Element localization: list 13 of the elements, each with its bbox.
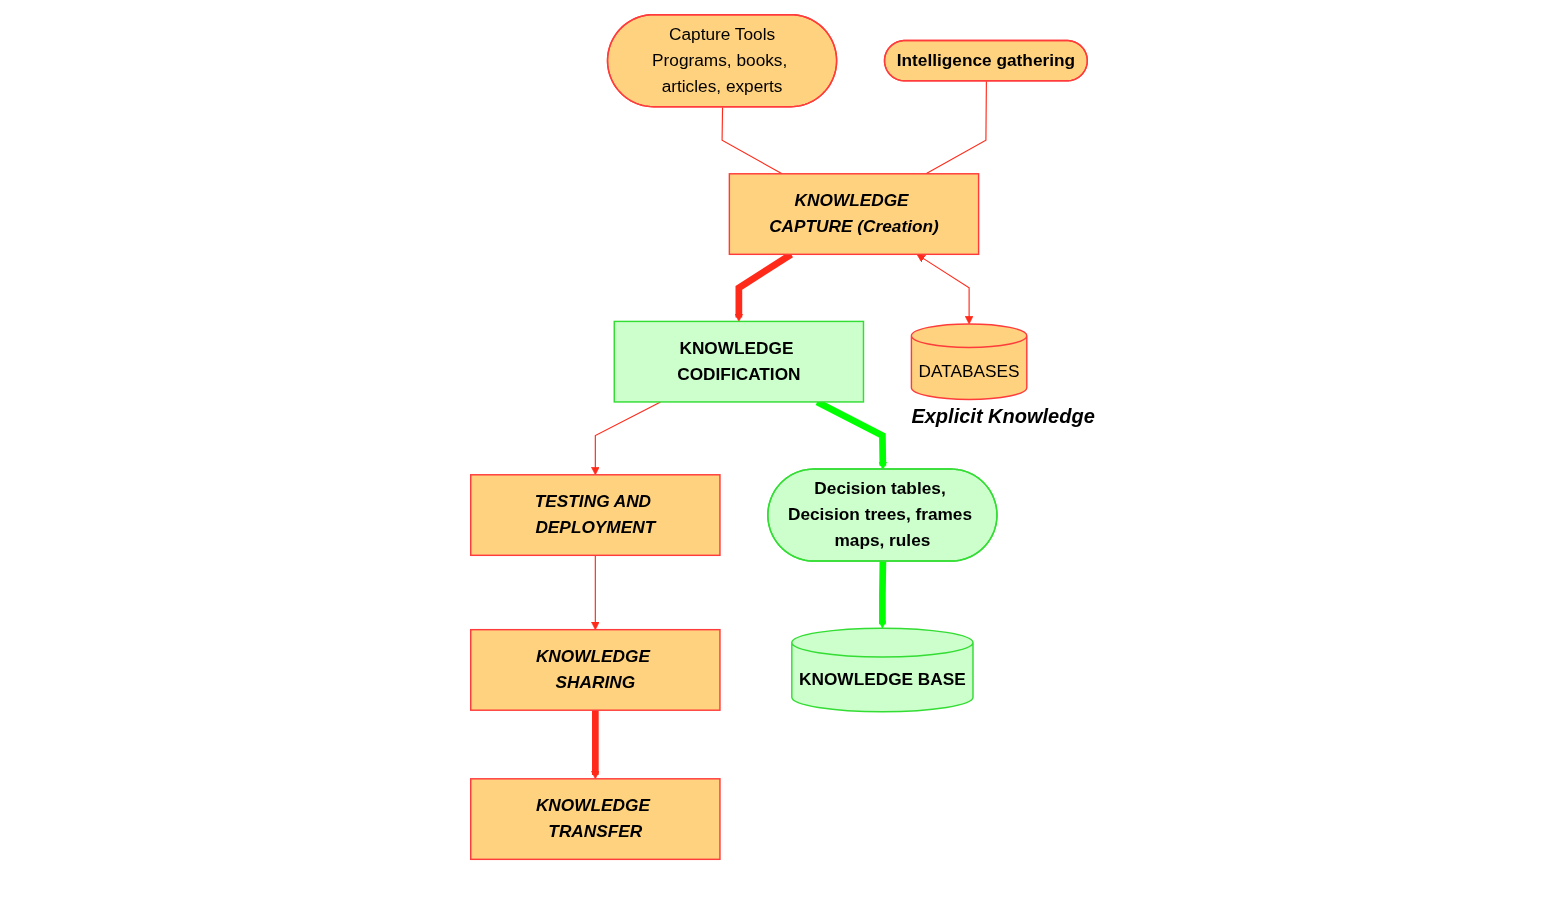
arrow	[591, 709, 600, 779]
connector	[925, 80, 987, 174]
connector	[721, 106, 783, 174]
node-box: KNOWLEDGE SHARING	[470, 628, 721, 711]
node-box: KNOWLEDGE CODIFICATION	[613, 320, 865, 403]
arrow	[916, 253, 974, 324]
node-box: KNOWLEDGE CAPTURE (Creation)	[728, 172, 980, 255]
node-box: KNOWLEDGE TRANSFER	[470, 777, 721, 860]
arrow	[591, 554, 600, 630]
arrow	[591, 400, 662, 475]
node-box: TESTING AND DEPLOYMENT	[470, 473, 721, 556]
arrow	[878, 561, 887, 629]
node-caption: Explicit Knowledge	[911, 404, 1095, 428]
